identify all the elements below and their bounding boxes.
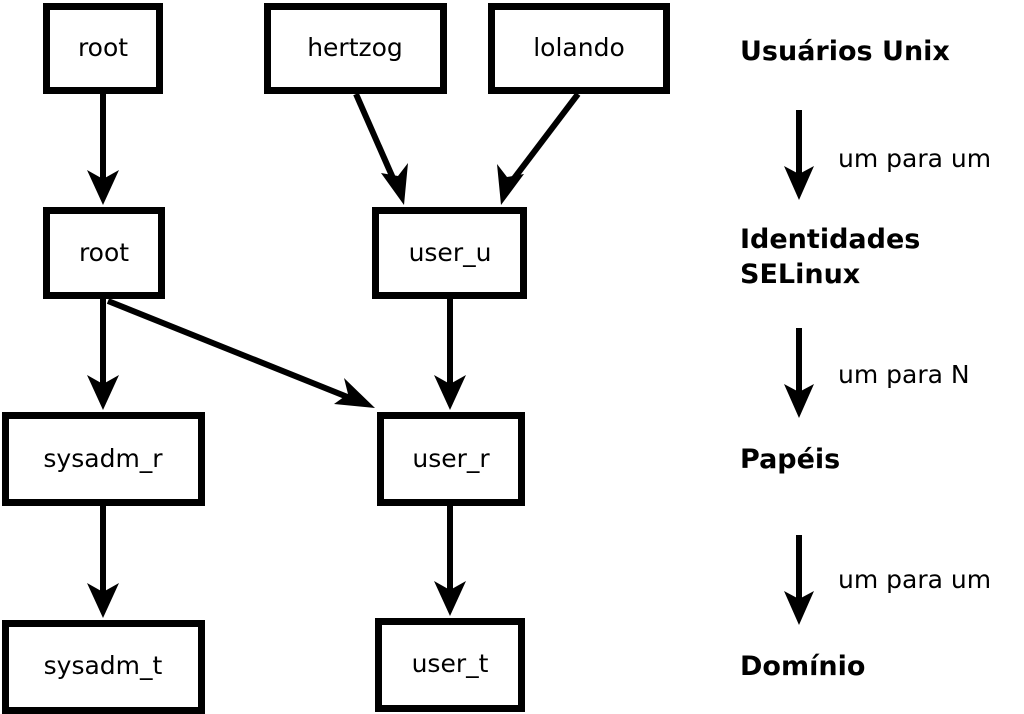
node-identity-root[interactable]: root	[43, 207, 165, 299]
node-unix-hertzog[interactable]: hertzog	[264, 3, 447, 94]
legend-selinux-identities-label: Identidades	[740, 224, 920, 255]
row-selinux-identities: root user_u	[43, 207, 527, 299]
legend-rel-1-label: um para um	[838, 144, 991, 173]
node-identity-user-u-label: user_u	[409, 238, 492, 267]
node-domain-user-t[interactable]: user_t	[375, 618, 525, 712]
node-role-user-r[interactable]: user_r	[377, 412, 525, 506]
edges-layer	[87, 92, 581, 618]
edge-hertzog-to-user-u	[353, 92, 408, 205]
edge-sysadm-r-to-sysadm-t	[87, 506, 119, 618]
node-unix-hertzog-label: hertzog	[307, 33, 403, 62]
node-unix-lolando-label: lolando	[533, 33, 625, 62]
edge-lolando-to-user-u	[497, 92, 581, 205]
legend-column: Usuários Unix um para um Identidades SEL…	[740, 36, 991, 682]
row-unix-users: root hertzog lolando	[43, 3, 670, 94]
node-role-user-r-label: user_r	[412, 444, 490, 473]
edge-identity-root-to-user-r	[106, 298, 375, 408]
node-domain-sysadm-t-label: sysadm_t	[44, 651, 163, 680]
row-roles: sysadm_r user_r	[2, 412, 525, 506]
row-domains: sysadm_t user_t	[2, 618, 525, 714]
node-unix-root-label: root	[78, 33, 128, 62]
node-unix-root[interactable]: root	[43, 3, 163, 94]
legend-rel-3-label: um para um	[838, 565, 991, 594]
edge-identity-root-to-sysadm-r	[87, 299, 119, 410]
node-domain-sysadm-t[interactable]: sysadm_t	[2, 620, 205, 714]
legend-arrow-2	[784, 328, 814, 418]
legend-arrow-1	[784, 110, 814, 200]
edge-user-r-to-user-t	[434, 506, 466, 616]
node-identity-user-u[interactable]: user_u	[372, 207, 527, 299]
legend-selinux-identities-label-line2: SELinux	[740, 259, 860, 290]
legend-rel-2-label: um para N	[838, 360, 970, 389]
node-role-sysadm-r-label: sysadm_r	[43, 444, 163, 473]
edge-unix-root-to-identity-root	[87, 94, 119, 205]
legend-roles-label: Papéis	[740, 444, 840, 475]
node-identity-root-label: root	[79, 238, 129, 267]
legend-unix-users-label: Usuários Unix	[740, 36, 950, 67]
edge-user-u-to-user-r	[434, 299, 466, 410]
node-unix-lolando[interactable]: lolando	[488, 3, 670, 94]
node-role-sysadm-r[interactable]: sysadm_r	[2, 412, 205, 506]
legend-arrow-3	[784, 535, 814, 625]
legend-domains-label: Domínio	[740, 651, 865, 682]
node-domain-user-t-label: user_t	[412, 649, 489, 678]
